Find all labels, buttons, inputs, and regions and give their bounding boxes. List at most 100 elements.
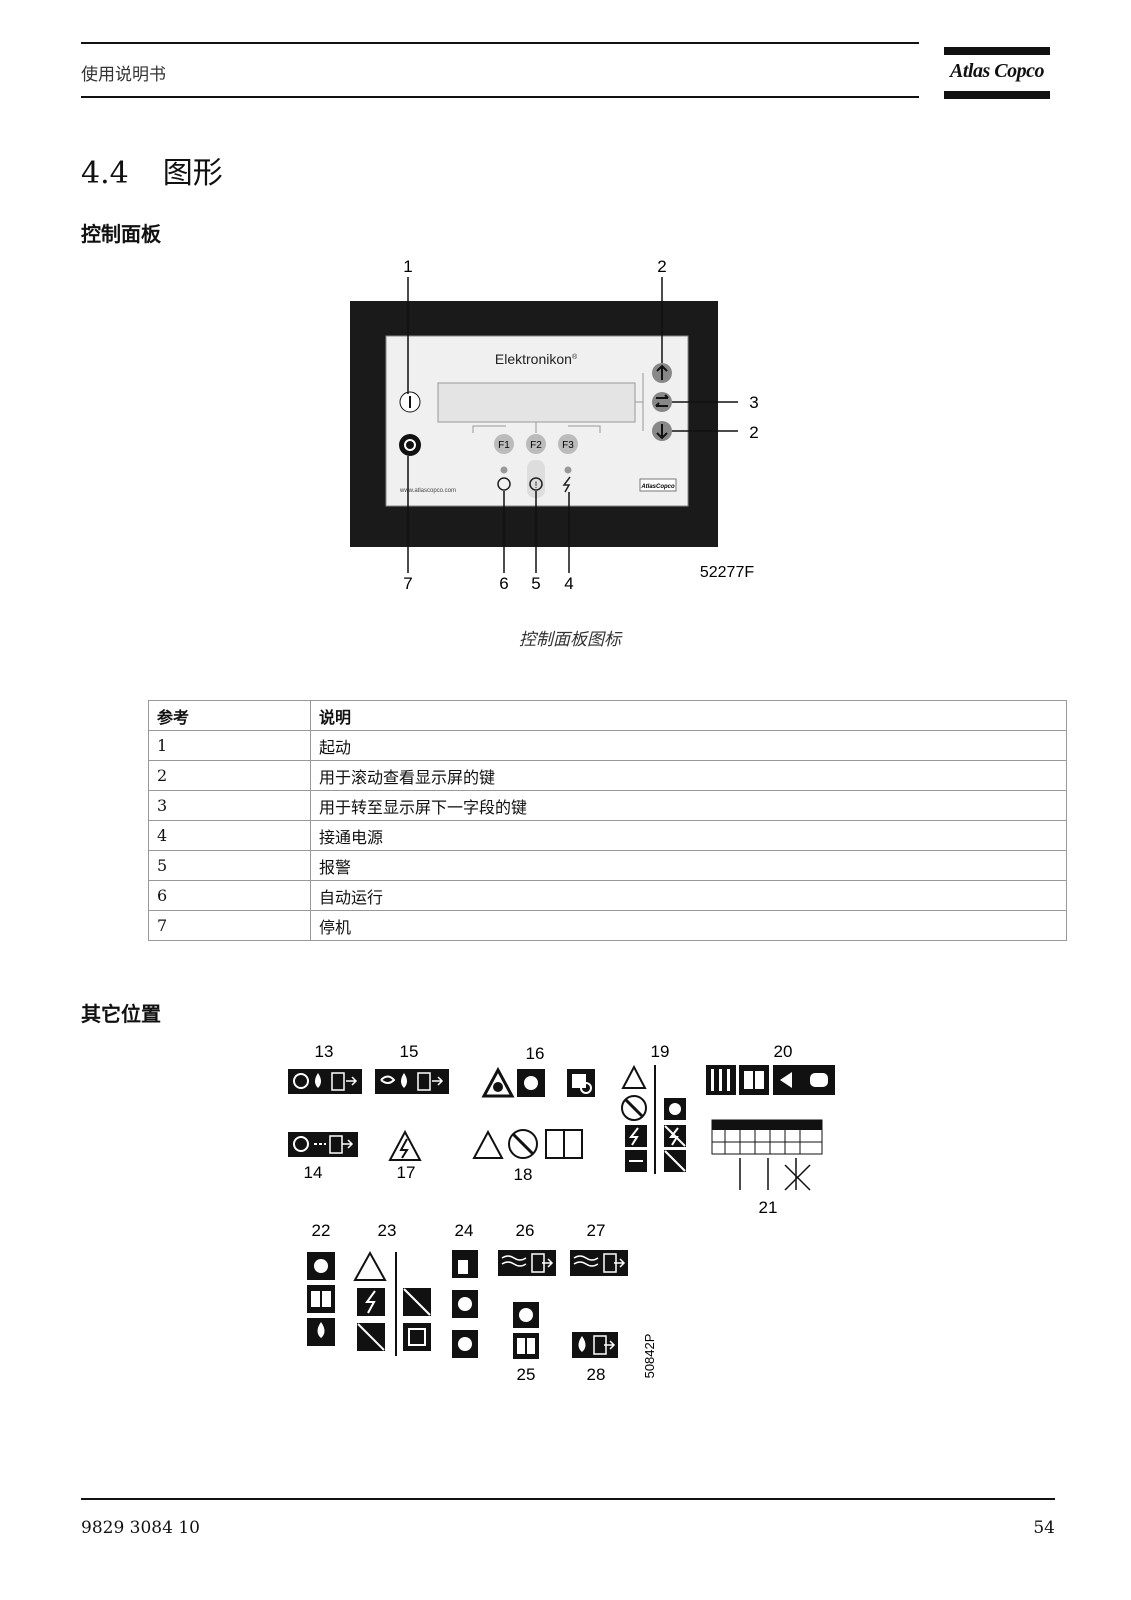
label-13: 13 [315,1042,334,1061]
header-title: 使用说明书 [81,65,166,85]
label-17: 17 [397,1163,416,1182]
figure-caption: 控制面板图标 [519,630,621,650]
label-15: 15 [400,1042,419,1061]
header-bottom-rule [81,96,919,98]
start-icon [409,396,411,408]
symbol-26 [498,1250,556,1276]
cell-desc: 接通电源 [310,820,1067,851]
power-icon [562,476,571,493]
symbols-figure: 13 15 16 19 20 [288,1042,835,1384]
cell-ref: 3 [148,790,311,821]
symbol-13 [288,1069,362,1094]
footer-rule [81,1498,1055,1500]
label-16: 16 [526,1044,545,1063]
cell-desc: 用于滚动查看显示屏的键 [310,760,1067,791]
label-20: 20 [774,1042,793,1061]
symbol-17 [388,1129,422,1161]
cell-ref: 4 [148,820,311,851]
tab-key [652,392,672,412]
figure-id: 52277F [700,564,754,581]
callout-2-right: 2 [749,423,758,442]
alarm-icon [529,477,543,491]
panel-logo: AtlasCopco [640,484,675,490]
callout-1: 1 [403,257,412,276]
label-25: 25 [517,1365,536,1384]
symbol-27 [570,1250,628,1276]
section-name: 图形 [162,156,223,191]
cell-desc: 停机 [310,910,1067,941]
label-24: 24 [455,1221,474,1240]
cell-desc: 用于转至显示屏下一字段的键 [310,790,1067,821]
cell-ref: 7 [148,910,311,941]
label-23: 23 [378,1221,397,1240]
cell-desc: 报警 [310,850,1067,881]
label-22: 22 [312,1221,331,1240]
header-ref: 参考 [148,700,311,731]
symbol-18 [472,1129,583,1159]
symbol-19 [621,1064,686,1174]
svg-text:Elektronikon®: Elektronikon® [495,351,578,367]
page-number: 54 [1033,1518,1055,1538]
cell-desc: 起动 [310,730,1067,761]
symbol-20 [706,1065,835,1095]
f1-key: F1 [494,434,514,454]
symbol-14 [288,1132,358,1157]
svg-text:!: ! [535,480,538,490]
cell-ref: 2 [148,760,311,791]
callout-3: 3 [749,393,758,412]
symbol-24 [452,1250,478,1358]
svg-text:F1: F1 [498,440,510,451]
callout-7: 7 [403,574,412,593]
tab-arrows-icon [655,394,669,407]
symbol-23 [353,1250,431,1356]
up-arrow-icon [656,364,668,380]
website-label: www.atlascopco.com [399,488,456,494]
cell-ref: 5 [148,850,311,881]
cell-ref: 6 [148,880,311,911]
label-14: 14 [304,1163,323,1182]
svg-text:F2: F2 [530,440,542,451]
stop-button [399,434,421,456]
cell-desc: 自动运行 [310,880,1067,911]
symbol-25 [513,1302,539,1359]
callout-2-top: 2 [657,257,666,276]
symbol-15 [375,1069,449,1094]
symbol-22 [307,1252,335,1346]
callout-5: 5 [531,574,540,593]
atlas-copco-logo: Atlas Copco [944,47,1050,99]
other-locations-heading: 其它位置 [81,1002,161,1026]
label-21: 21 [759,1198,778,1217]
section-title: 4.4 图形 [81,148,223,192]
f2-key: F2 [526,434,546,454]
display-screen [437,382,636,423]
callout-6: 6 [499,574,508,593]
symbol-21: 21 [711,1119,823,1217]
section-number: 4.4 [81,156,129,191]
callout-4: 4 [564,574,573,593]
f3-key: F3 [558,434,578,454]
table-header-row: 参考 说明 [148,700,1067,731]
symbol-28 [572,1332,618,1358]
control-panel-heading: 控制面板 [81,222,161,246]
brand-mark: ® [572,353,578,361]
label-19: 19 [651,1042,670,1061]
auto-run-icon [497,477,511,491]
label-18: 18 [514,1165,533,1184]
document-number: 9829 3084 10 [81,1518,200,1538]
brand-label: Elektronikon [495,351,572,367]
header-top-rule [81,42,919,44]
control-panel-figure: Elektronikon® F1 F2 F3 ! www.atlascopco.… [350,257,759,593]
cell-ref: 1 [148,730,311,761]
symbol-16 [481,1066,595,1098]
label-27: 27 [587,1221,606,1240]
label-26: 26 [516,1221,535,1240]
symbols-figure-id: 50842P [642,1334,657,1379]
